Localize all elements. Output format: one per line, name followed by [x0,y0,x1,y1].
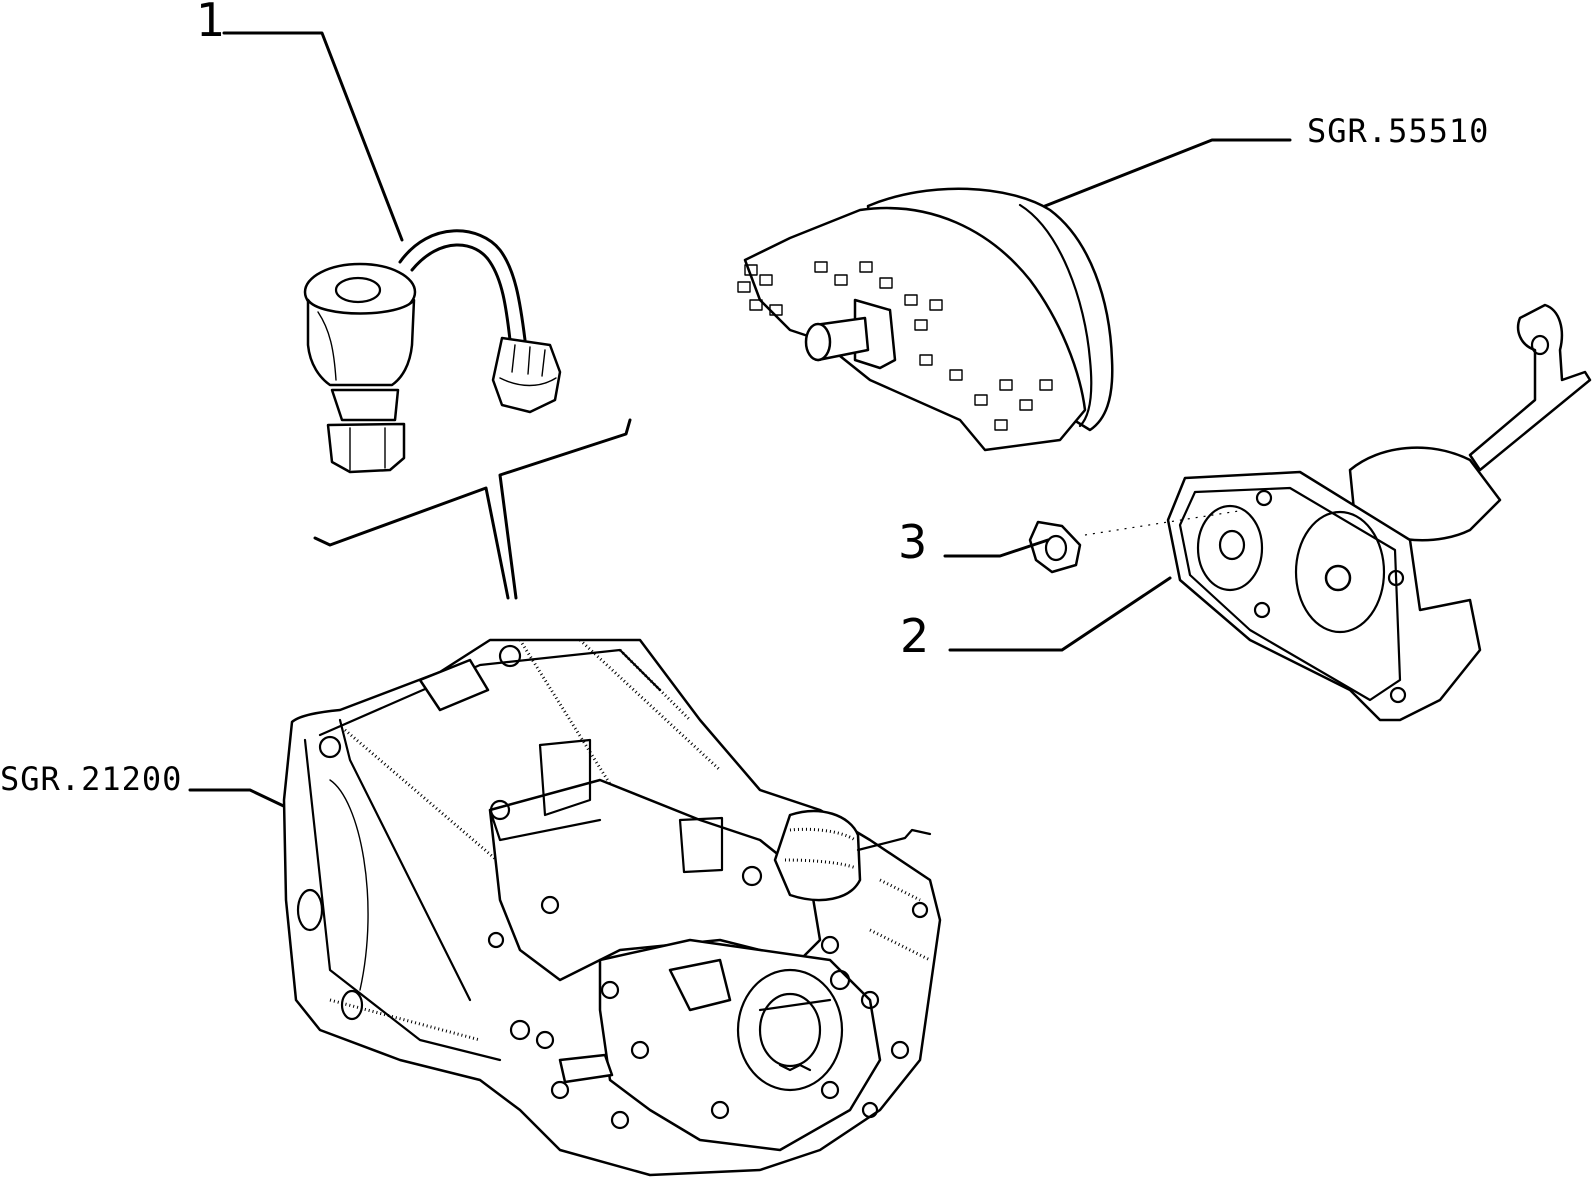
sender-neck [330,388,400,422]
callout-1-leader [222,31,404,242]
board-components [737,261,1053,431]
bracket-arm [1468,303,1592,472]
callout-2-leader [948,576,1172,652]
bracket-hole-left [1196,504,1264,592]
reference-sgr-21200-leader [188,788,294,812]
mounting-bracket[interactable] [1166,303,1592,722]
sender-wire-outer [398,229,527,342]
bracket-plate [1166,470,1482,722]
sender-wire-inner [410,243,512,342]
callout-1-number: 1 [196,0,225,47]
reference-sgr-55510-label: SGR.55510 [1307,112,1489,150]
bracket-hole-right [1294,510,1386,634]
nut-icon [1028,520,1082,574]
callout-3: 3 [898,515,1050,569]
speedometer-instrument[interactable] [737,187,1114,452]
sender-body [306,298,416,387]
reference-sgr-21200: SGR.21200 [0,760,294,812]
callout-3-leader [943,538,1050,558]
assembly-axis-line [1084,509,1246,536]
callout-2: 2 [900,576,1172,663]
callout-2-number: 2 [900,609,929,663]
connector-plug-icon [491,336,562,414]
clutch-boot [773,809,862,902]
retaining-nut[interactable] [1028,509,1246,574]
callout-1: 1 [196,0,404,242]
reference-sgr-55510: SGR.55510 [1038,112,1489,210]
sender-hex-nut [326,422,406,474]
gearbox-assembly[interactable] [282,638,942,1177]
sender-to-gearbox-pointer [313,418,632,600]
speed-sender-unit[interactable] [303,229,562,474]
callout-3-number: 3 [898,515,927,569]
reference-sgr-55510-leader [1038,138,1292,210]
reference-sgr-21200-label: SGR.21200 [0,760,182,798]
